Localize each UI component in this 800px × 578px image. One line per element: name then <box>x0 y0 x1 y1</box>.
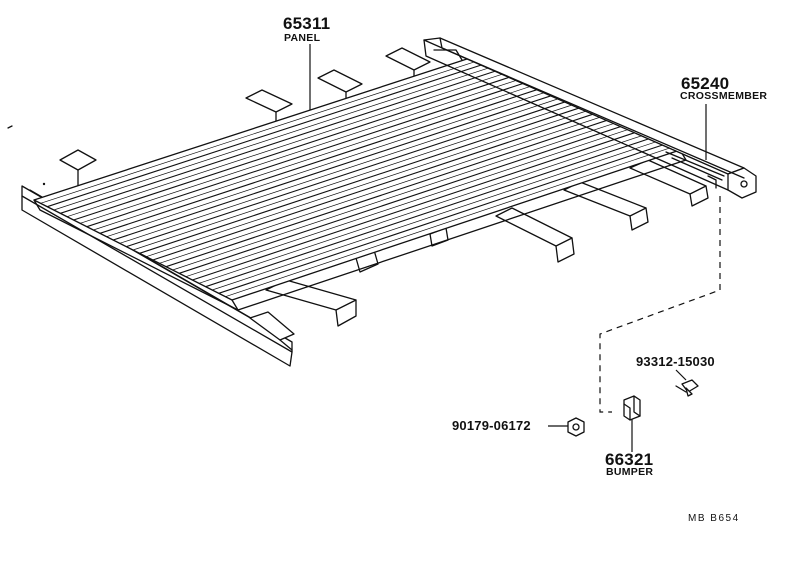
panel-rib-line <box>113 94 555 241</box>
nut-icon <box>567 417 585 437</box>
bolt-part-number: 93312-15030 <box>636 354 715 369</box>
bumper-part-number: 66321 <box>605 450 654 469</box>
panel-rib-line <box>152 112 597 261</box>
panel-rib-line <box>99 88 541 234</box>
panel-rib-line <box>60 69 499 214</box>
panel-rib-line <box>73 75 513 221</box>
drawing-code: MB B654 <box>688 513 740 524</box>
panel-part-number: 65311 <box>283 14 331 33</box>
panel-rib-line <box>165 118 611 268</box>
panel-rib-line <box>66 73 506 217</box>
panel-rib-line <box>139 106 583 254</box>
install-dashed-line <box>599 196 721 413</box>
crossmember-part-name: CROSSMEMBER <box>680 90 768 102</box>
panel-rib-line <box>192 131 639 281</box>
panel-rib-line <box>93 85 534 231</box>
panel-rib-line <box>159 115 604 264</box>
bumper-part-name: BUMPER <box>606 466 654 478</box>
panel-rib-line <box>225 146 674 297</box>
panel-rib-line <box>40 60 478 204</box>
crossmember-part-number: 65240 <box>681 74 730 93</box>
panel-rib-line <box>172 122 618 271</box>
panel-rib-line <box>218 143 667 294</box>
panel-rib-line <box>179 124 625 274</box>
bolt-icon <box>675 379 699 397</box>
nut-part-number: 90179-06172 <box>452 418 531 433</box>
panel-rib-line <box>132 103 576 251</box>
stray-marks <box>7 125 46 186</box>
panel-rib-line <box>126 100 569 248</box>
panel-rib-line <box>86 82 527 228</box>
panel-rib-line <box>205 137 653 288</box>
panel-rib-line <box>198 134 646 284</box>
panel-rib-line <box>212 140 660 291</box>
panel-rib-line <box>53 66 492 211</box>
crossmember <box>423 37 757 199</box>
panel-rib-line <box>185 128 632 277</box>
panel-rib-line <box>106 91 548 237</box>
bumper-icon <box>623 395 641 421</box>
panel-rib-line <box>119 97 562 244</box>
panel-rib-line <box>47 63 485 208</box>
panel-part-name: PANEL <box>284 32 321 44</box>
leader-lines <box>309 44 707 452</box>
panel-ribs <box>40 60 674 297</box>
panel-rib-line <box>80 79 520 224</box>
panel-rib-line <box>146 109 590 257</box>
